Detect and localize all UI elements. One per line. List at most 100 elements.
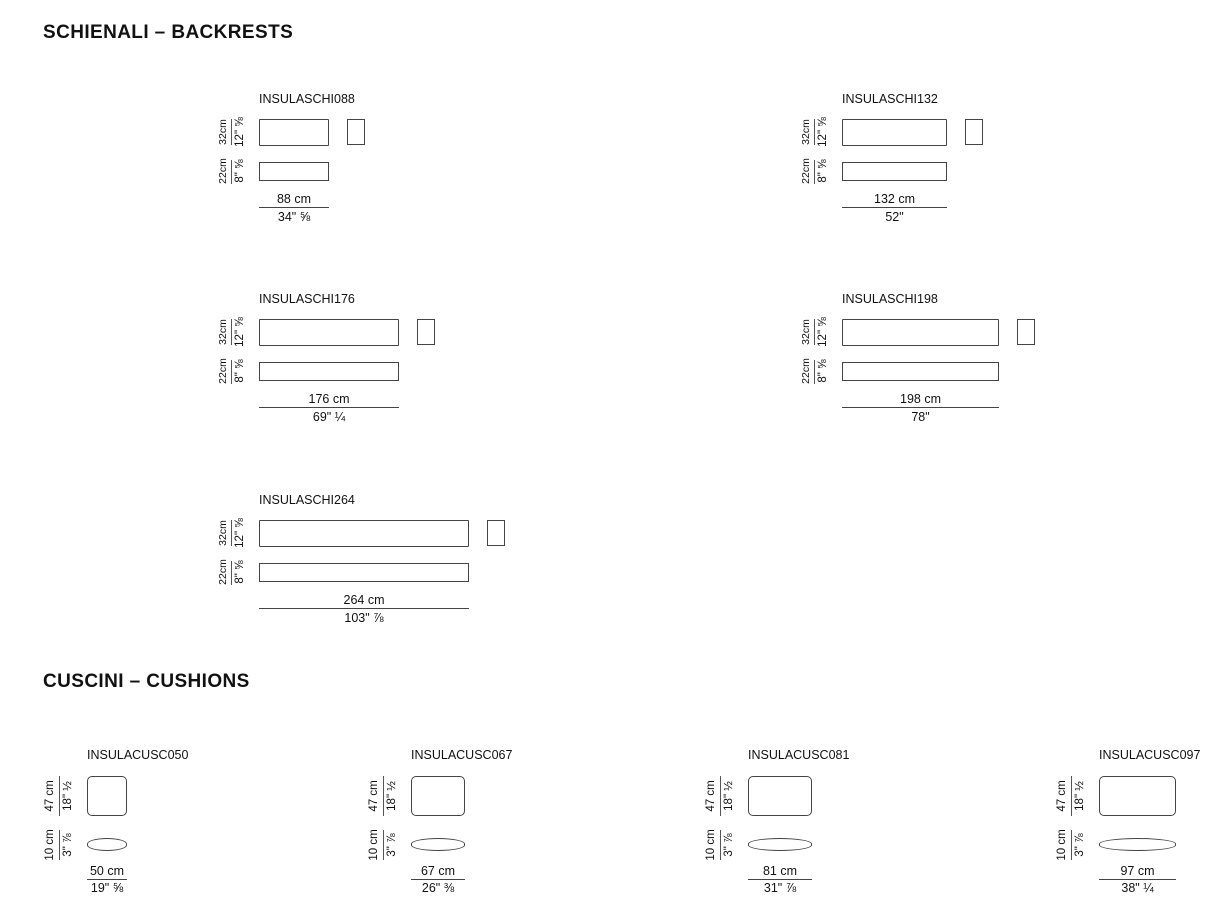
- backrest-side-view: [487, 520, 505, 546]
- cushion-plan-view: [87, 838, 127, 851]
- dimension-divider: [720, 830, 721, 860]
- width-dimension-line: [259, 608, 469, 609]
- backrest-plan-view: [259, 563, 469, 582]
- product-code: INSULASCHI088: [259, 92, 355, 106]
- dimension-cm-text: 32cm: [217, 319, 229, 345]
- backrest-plan-view: [842, 362, 999, 381]
- dimension-inch-text: 12" ⅝: [234, 518, 246, 548]
- dimension-divider: [231, 360, 232, 384]
- cushion-front-view: [411, 776, 465, 816]
- dimension-inch-text: 3" ⅞: [386, 833, 398, 857]
- dimension-divider: [59, 776, 60, 816]
- backrest-side-view: [347, 119, 365, 145]
- dimension-cm-text: 10 cm: [705, 829, 717, 861]
- backrest-side-view: [1017, 319, 1035, 345]
- width-dimension-line: [87, 879, 127, 880]
- cushions-section-title: CUSCINI – CUSHIONS: [43, 671, 250, 692]
- backrest-front-view: [259, 119, 329, 146]
- width-inch-label: 103" ⅞: [344, 611, 384, 625]
- dimension-cm-text: 47 cm: [44, 780, 56, 812]
- dimension-cm-text: 10 cm: [1056, 829, 1068, 861]
- backrests-section-title: SCHIENALI – BACKRESTS: [43, 22, 294, 43]
- width-cm-label: 67 cm: [420, 864, 456, 878]
- width-inch-label: 78": [911, 410, 930, 424]
- width-dimension-line: [259, 207, 329, 208]
- dimension-inch-text: 12" ⅝: [817, 317, 829, 347]
- width-cm-label: 264 cm: [343, 593, 385, 607]
- product-code: INSULACUSC050: [87, 748, 189, 762]
- product-code: INSULACUSC097: [1099, 748, 1201, 762]
- dimension-inch-text: 18" ½: [1074, 781, 1086, 811]
- width-cm-label: 132 cm: [874, 192, 915, 206]
- backrest-item: [0, 0, 1, 1]
- dimension-divider: [814, 160, 815, 184]
- dimension-cm-text: 10 cm: [368, 829, 380, 861]
- dimension-divider: [231, 319, 232, 345]
- dimension-inch-text: 8" ⅝: [234, 560, 246, 584]
- dimension-divider: [814, 119, 815, 145]
- dimension-cm-text: 47 cm: [1056, 780, 1068, 812]
- dimension-inch-text: 3" ⅞: [723, 833, 735, 857]
- width-inch-label: 69" ¼: [312, 410, 346, 424]
- cushion-front-view: [87, 776, 127, 816]
- width-dimension-line: [842, 407, 999, 408]
- dimension-cm-text: 32cm: [800, 119, 812, 145]
- cushion-front-view: [748, 776, 812, 816]
- dimension-inch-text: 18" ½: [386, 781, 398, 811]
- backrest-plan-view: [842, 162, 947, 181]
- dimension-inch-text: 8" ⅝: [817, 159, 829, 183]
- dimension-cm-text: 47 cm: [705, 780, 717, 812]
- backrest-side-view: [417, 319, 435, 345]
- width-inch-label: 34" ⅝: [277, 210, 311, 224]
- width-inch-label: 52": [885, 210, 904, 224]
- width-inch-label: 19" ⅝: [90, 881, 124, 895]
- dimension-cm-text: 32cm: [800, 319, 812, 345]
- product-code: INSULACUSC081: [748, 748, 850, 762]
- cushion-front-view: [1099, 776, 1176, 816]
- width-inch-label: 38" ¼: [1121, 881, 1154, 895]
- dimension-divider: [720, 776, 721, 816]
- cushion-plan-view: [748, 838, 812, 851]
- width-dimension-line: [842, 207, 947, 208]
- width-inch-label: 31" ⅞: [763, 881, 797, 895]
- dimension-cm-text: 32cm: [217, 119, 229, 145]
- backrest-front-view: [259, 520, 469, 547]
- dimension-divider: [383, 830, 384, 860]
- dimension-inch-text: 18" ½: [62, 781, 74, 811]
- dimension-inch-text: 8" ⅝: [234, 359, 246, 383]
- backrest-front-view: [842, 319, 999, 346]
- dimension-divider: [231, 561, 232, 585]
- dimension-inch-text: 3" ⅞: [1074, 833, 1086, 857]
- width-cm-label: 176 cm: [308, 392, 350, 406]
- dimension-divider: [231, 119, 232, 145]
- width-dimension-line: [1099, 879, 1176, 880]
- width-dimension-line: [748, 879, 812, 880]
- dimension-divider: [814, 360, 815, 384]
- dimension-cm-text: 32cm: [217, 520, 229, 546]
- product-code: INSULACUSC067: [411, 748, 513, 762]
- dimension-cm-text: 47 cm: [368, 780, 380, 812]
- width-dimension-line: [411, 879, 465, 880]
- dimension-divider: [383, 776, 384, 816]
- cushion-plan-view: [1099, 838, 1176, 851]
- product-code: INSULASCHI198: [842, 292, 938, 306]
- product-code: INSULASCHI132: [842, 92, 938, 106]
- width-cm-label: 198 cm: [900, 392, 941, 406]
- backrest-front-view: [259, 319, 399, 346]
- backrest-side-view: [965, 119, 983, 145]
- dimension-divider: [814, 319, 815, 345]
- dimension-divider: [231, 520, 232, 546]
- cushion-plan-view: [411, 838, 465, 851]
- dimension-cm-text: 22cm: [800, 158, 812, 184]
- dimension-inch-text: 12" ⅝: [234, 117, 246, 147]
- dimension-divider: [1071, 830, 1072, 860]
- dimension-inch-text: 8" ⅝: [234, 159, 246, 183]
- dimension-divider: [1071, 776, 1072, 816]
- dimension-inch-text: 12" ⅝: [234, 317, 246, 347]
- dimension-cm-text: 22cm: [217, 158, 229, 184]
- dimension-cm-text: 22cm: [217, 358, 229, 384]
- dimension-cm-text: 22cm: [217, 559, 229, 585]
- product-code: INSULASCHI176: [259, 292, 355, 306]
- dimension-cm-text: 22cm: [800, 358, 812, 384]
- dimension-inch-text: 12" ⅝: [817, 117, 829, 147]
